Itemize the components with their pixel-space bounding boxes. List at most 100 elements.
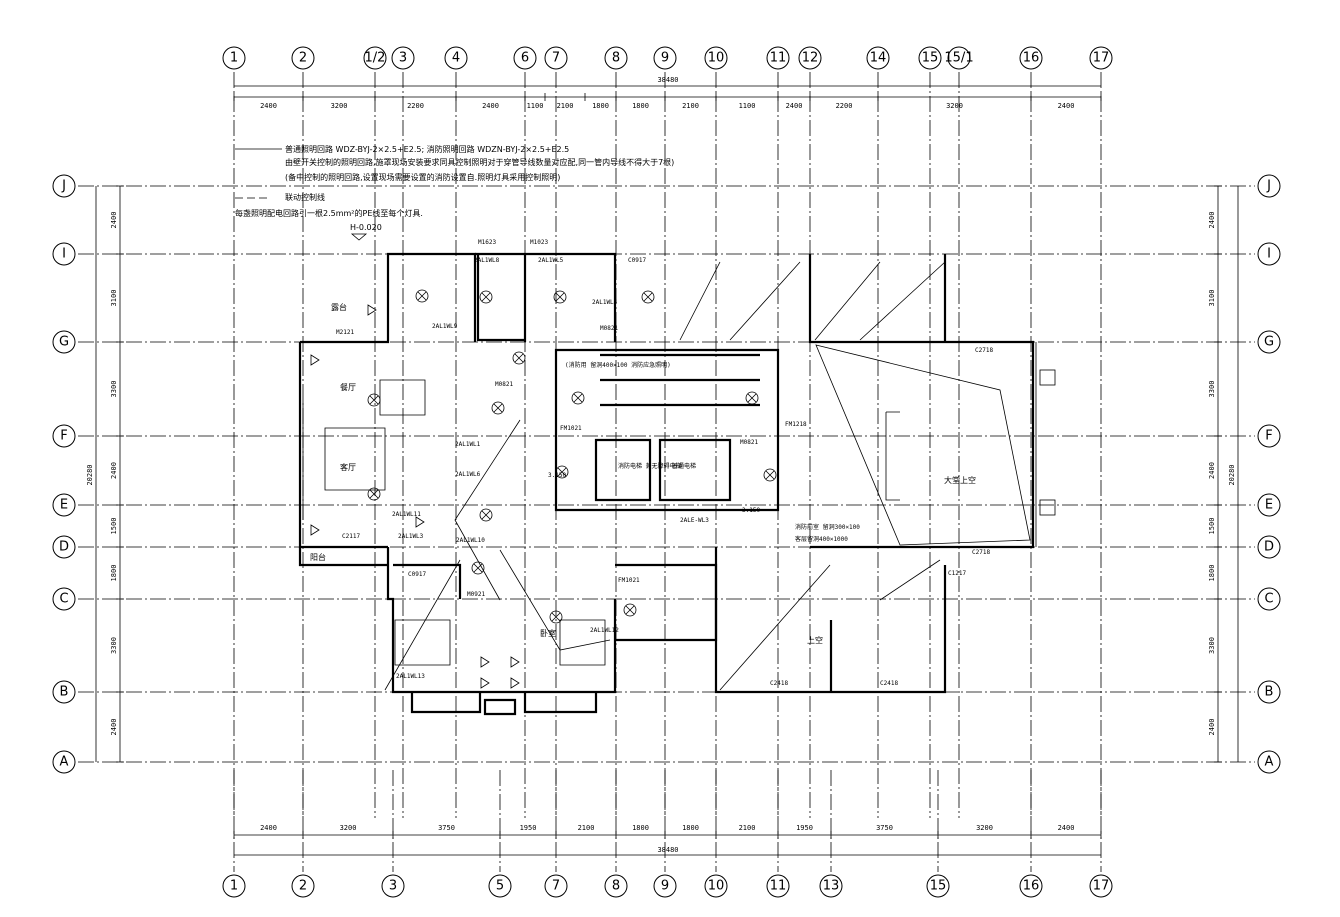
- inner-line: [379, 379, 426, 416]
- door-label: C2418: [770, 680, 788, 687]
- wall-segment: [410, 692, 598, 714]
- axis-label: 2: [299, 51, 307, 66]
- dim-bottom-span: 2100: [578, 824, 595, 832]
- ceiling-lamp-icon: [549, 610, 563, 624]
- axis-label: 5: [496, 879, 504, 894]
- axis-label: 14: [870, 51, 887, 66]
- axis-bubble: [918, 46, 942, 70]
- axis-label: G: [1264, 335, 1274, 350]
- ceiling-lamp-icon: [491, 401, 505, 415]
- lamp-cross: [369, 489, 379, 499]
- dim-bottom-span: 2100: [739, 824, 756, 832]
- dim-bottom-span: 1800: [682, 824, 699, 832]
- room-labels: 露台 餐厅 客厅 阳台 卧室 消防电梯 兼无障碍电梯 普通电梯 大堂上空 上空 …: [310, 302, 976, 645]
- axis-label: 1/2: [365, 51, 386, 66]
- axis-label: 3: [389, 879, 397, 894]
- lamp-cross: [369, 395, 379, 405]
- ceiling-lamp-icon: [367, 393, 381, 407]
- dim-side-span: 1800: [1208, 565, 1216, 582]
- axis-label: 16: [1023, 879, 1040, 894]
- design-notes: 普通照明回路 WDZ-BYJ-2×2.5+E2.5; 消防照明回路 WDZN-B…: [235, 144, 674, 241]
- axis-bubble: [604, 874, 628, 898]
- axis-label: 10: [708, 51, 725, 66]
- axis-bubble: [291, 46, 315, 70]
- dim-top-total: 38480: [657, 76, 678, 84]
- axis-bubble: [704, 46, 728, 70]
- axis-bubble: [52, 424, 76, 448]
- window-marker: [1039, 369, 1056, 386]
- dim-top-span: 2200: [407, 102, 424, 110]
- dim-side-span: 3300: [110, 381, 118, 398]
- lamp-cross: [473, 563, 483, 573]
- axis-bubble: [291, 874, 315, 898]
- lamp-cross: [625, 605, 635, 615]
- ceiling-lamp-icon: [479, 508, 493, 522]
- axis-label: D: [1264, 540, 1274, 555]
- axis-label: 1: [230, 879, 238, 894]
- axis-bubble: [819, 874, 843, 898]
- dim-top-span: 3200: [331, 102, 348, 110]
- axis-label: 15: [922, 51, 939, 66]
- dim-side-span: 2400: [1208, 462, 1216, 479]
- note-line-1: 普通照明回路 WDZ-BYJ-2×2.5+E2.5; 消防照明回路 WDZN-B…: [285, 144, 569, 154]
- room-bedroom: 卧室: [540, 628, 556, 638]
- dim-bottom-span: 3200: [976, 824, 993, 832]
- axis-label: 16: [1023, 51, 1040, 66]
- door-label: C2418: [880, 680, 898, 687]
- ceiling-lamp-icon: [479, 290, 493, 304]
- dim-top-span: 2400: [482, 102, 499, 110]
- dim-side-span: 2400: [110, 462, 118, 479]
- door-label: M2121: [336, 329, 354, 336]
- inner-line: [394, 619, 451, 666]
- dim-top-span: 2400: [1058, 102, 1075, 110]
- room-living: 客厅: [340, 462, 356, 472]
- axis-label: A: [1265, 755, 1274, 770]
- wall-light-icon: [310, 524, 320, 536]
- axis-label: I: [1267, 247, 1271, 262]
- axis-label: 9: [661, 51, 669, 66]
- axis-label: 11: [770, 879, 787, 894]
- level-label: 3.150: [548, 472, 566, 479]
- ceiling-lamp-icon: [623, 603, 637, 617]
- axis-label: D: [59, 540, 69, 555]
- room-lobby-void: 大堂上空: [944, 475, 976, 485]
- axis-bubble: [1257, 587, 1281, 611]
- axis-label: 13: [823, 879, 840, 894]
- shaft-note: 消防前室 留洞300×100: [795, 523, 860, 531]
- lamp-cross: [514, 353, 524, 363]
- dim-bottom-span: 1950: [796, 824, 813, 832]
- dim-top-span: 2100: [682, 102, 699, 110]
- circuit-label: 2ALE-WL3: [680, 517, 709, 524]
- door-label: C1217: [948, 570, 966, 577]
- axis-bubble: [52, 680, 76, 704]
- door-label: C2718: [975, 347, 993, 354]
- dim-side-span: 2400: [110, 212, 118, 229]
- axis-bubble: [947, 46, 971, 70]
- axis-label: C: [1264, 592, 1273, 607]
- axis-bubble: [1257, 493, 1281, 517]
- axis-bubble: [52, 535, 76, 559]
- axis-bubble: [1257, 330, 1281, 354]
- axis-bubble: [488, 874, 512, 898]
- lamp-cross: [747, 393, 757, 403]
- axis-bubble: [52, 330, 76, 354]
- axis-label: A: [60, 755, 69, 770]
- ceiling-lamp-icon: [415, 289, 429, 303]
- ceiling-lamp-icon: [555, 465, 569, 479]
- axis-label: 1: [230, 51, 238, 66]
- inner-line: [719, 564, 831, 691]
- axis-label: F: [60, 429, 67, 444]
- wall-light-icon: [510, 656, 520, 668]
- dim-bottom-span: 2400: [260, 824, 277, 832]
- axis-bubble: [52, 750, 76, 774]
- axis-bubble: [1019, 46, 1043, 70]
- axis-bubble: [653, 874, 677, 898]
- axis-bubble: [513, 46, 537, 70]
- stair-note: (消防用 留洞400×100 消防应急照明): [565, 361, 671, 369]
- lamp-cross: [481, 292, 491, 302]
- dim-side-span: 3300: [1208, 381, 1216, 398]
- axis-bubble: [381, 874, 405, 898]
- electrical-fixtures: [310, 289, 777, 689]
